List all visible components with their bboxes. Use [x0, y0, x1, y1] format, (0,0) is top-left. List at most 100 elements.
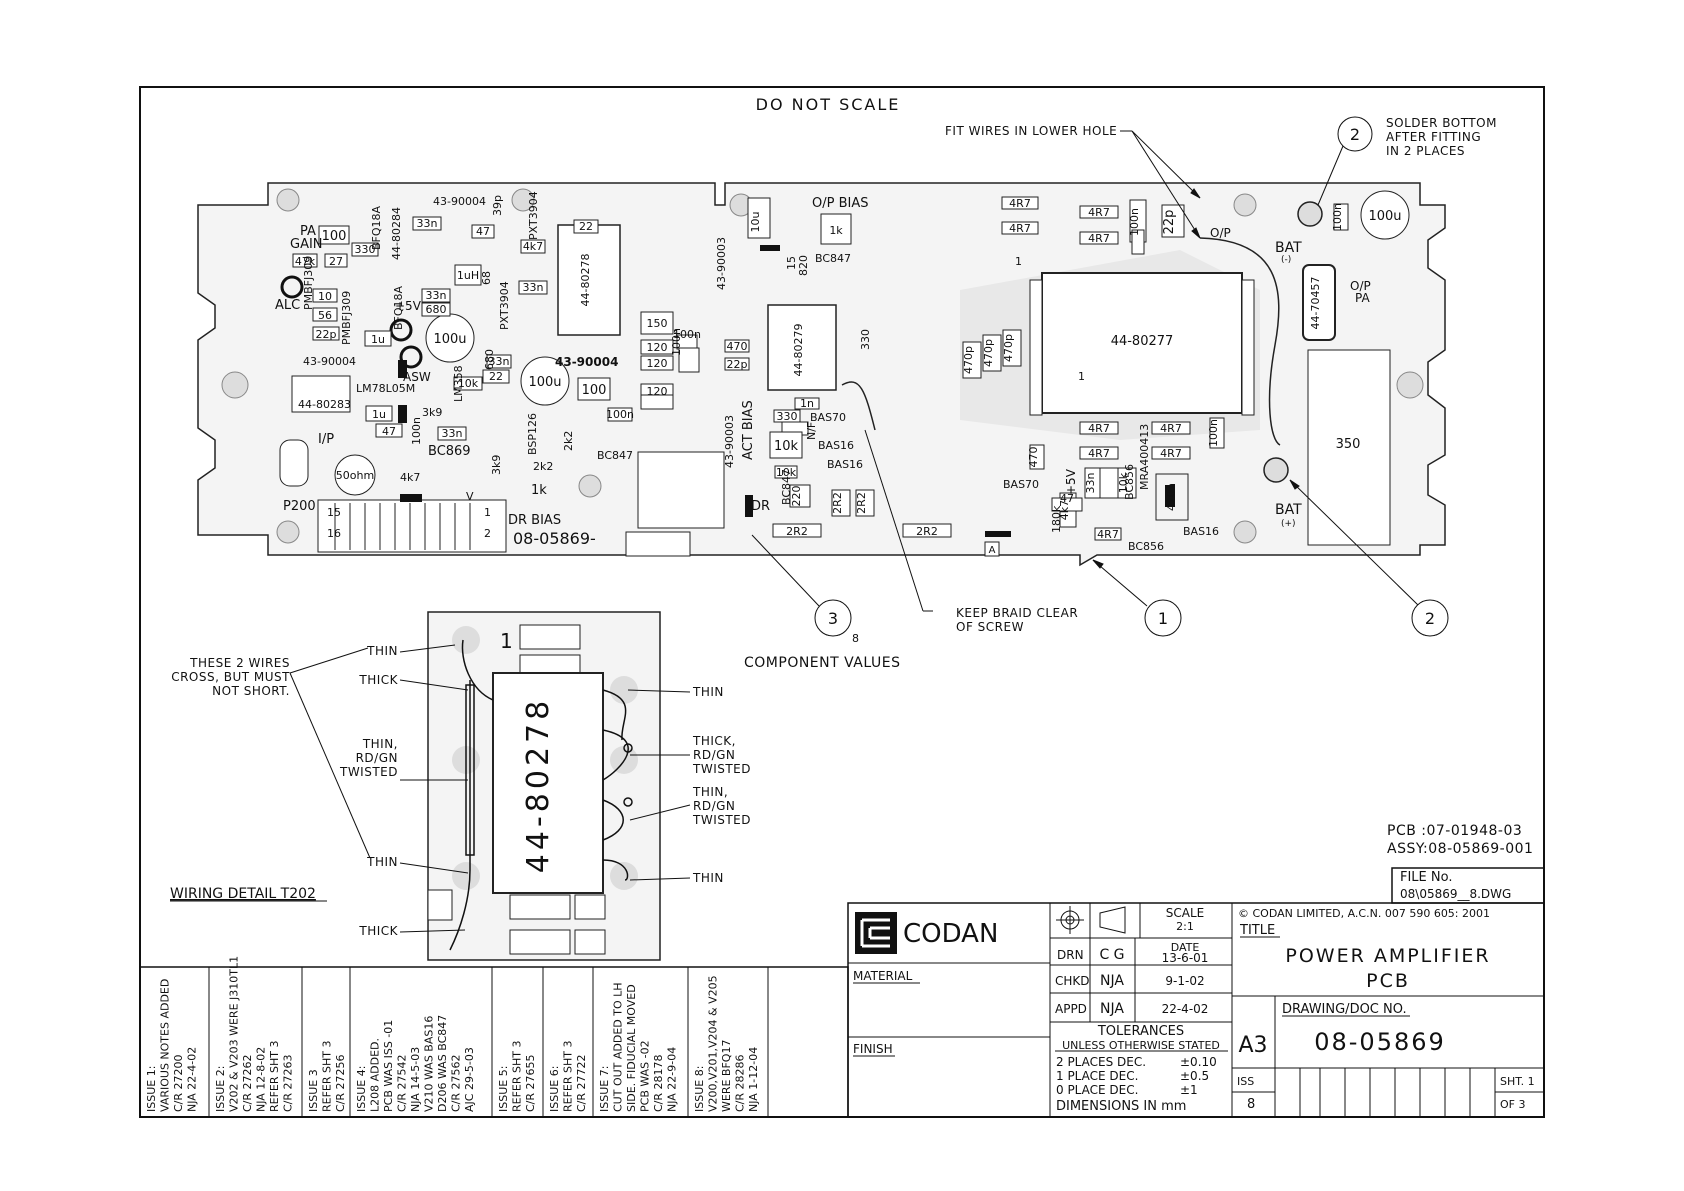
res-22-b: 22: [579, 220, 593, 233]
marker-a: A: [989, 545, 996, 556]
label-act-bias: ACT BIAS: [741, 400, 756, 460]
pin-1-marker-b: 1: [1078, 370, 1085, 383]
wire-label-rdgn-r2: RD/GN: [693, 799, 735, 813]
transistor-bsp126: BSP126: [526, 413, 539, 455]
callout-1: 1: [1158, 609, 1168, 628]
callout-3: 3: [828, 609, 838, 628]
res-120-b: 120: [647, 357, 668, 370]
wire-label-rdgn-1: RD/GN: [356, 751, 398, 765]
label-bat-plus: BAT: [1275, 502, 1302, 518]
drawing-title-line1: POWER AMPLIFIER: [1285, 945, 1490, 967]
do-not-scale-note: DO NOT SCALE: [756, 95, 901, 114]
transistor-pmbfj309-b: PMBFJ309: [340, 291, 353, 345]
wire-label-twisted-r1: TWISTED: [692, 762, 751, 776]
diode-bas16-c: BAS16: [1183, 525, 1219, 538]
revision-4-line-1: ISSUE 4:: [355, 1066, 368, 1112]
tol2-value: ±0.10: [1180, 1055, 1217, 1069]
label-nf: N/F: [805, 422, 818, 440]
revision-4-line-5: NJA 14-5-03: [409, 1047, 422, 1112]
note-keep-braid-2: OF SCREW: [956, 620, 1024, 634]
callout-2-bottom: 2: [1425, 609, 1435, 628]
revision-3-line-3: C/R 27256: [334, 1054, 347, 1112]
cap-100n-d: 100n: [1207, 419, 1220, 447]
tol1-label: 1 PLACE DEC.: [1056, 1069, 1138, 1083]
cap-1u-b: 1u: [372, 408, 386, 421]
label-op-bias: O/P BIAS: [812, 196, 868, 211]
wire-label-thick-r: THICK,: [692, 734, 736, 748]
drn-by: C G: [1099, 947, 1124, 963]
label-bat-minus: BAT: [1275, 240, 1302, 256]
label-gain: GAIN: [290, 237, 323, 252]
cap-100n-b: 100n: [673, 328, 701, 341]
cap-470n: 470n: [1165, 483, 1178, 511]
cap-100n-a: 100n: [606, 408, 634, 421]
label-50ohm: 50ohm: [336, 469, 374, 482]
note-keep-braid-1: KEEP BRAID CLEAR: [956, 606, 1078, 620]
revision-8-line-4: C/R 28286: [734, 1054, 747, 1112]
chkd-by: NJA: [1100, 973, 1124, 989]
revision-3-line-1: ISSUE 3: [307, 1069, 320, 1112]
sheet-of: OF 3: [1500, 1098, 1525, 1111]
callout-3-sub: 8: [852, 632, 859, 645]
cap-100n-c: 100n: [1128, 208, 1141, 236]
part-350: 350: [1336, 437, 1361, 452]
label-p200: P200: [283, 499, 316, 514]
diode-bas16-a: BAS16: [818, 439, 854, 452]
res-1k-b: 1k: [531, 483, 547, 498]
label-op-pa-1: O/P: [1350, 279, 1371, 293]
res-470: 470: [727, 340, 748, 353]
board-number: 08-05869-: [513, 529, 596, 548]
sheet-size: A3: [1238, 1033, 1267, 1058]
projection-cone-icon: [1099, 906, 1126, 934]
drawing-doc-label: DRAWING/DOC NO.: [1282, 1002, 1407, 1017]
cap-100u-b: 100u: [528, 375, 561, 390]
drn-label: DRN: [1057, 948, 1084, 962]
revision-4-line-4: C/R 27542: [396, 1054, 409, 1112]
revision-8-line-3: WERE BFQ17: [720, 1040, 733, 1112]
ic-44-80283: 44-80283: [298, 398, 351, 411]
res-120-c: 120: [647, 385, 668, 398]
label-asw: ASW: [403, 370, 431, 384]
wire-label-thin-r2: THIN,: [692, 785, 728, 799]
revision-4-line-9: AJC 29-5-03: [463, 1047, 476, 1112]
revision-1-line-3: C/R 27200: [172, 1054, 185, 1112]
revision-1-line-1: ISSUE 1:: [145, 1066, 158, 1112]
tol0-label: 0 PLACE DEC.: [1056, 1083, 1138, 1097]
cap-22p-c: 22p: [1162, 210, 1177, 235]
revision-4-line-3: PCB WAS ISS -01: [382, 1020, 395, 1112]
material-label: MATERIAL: [853, 969, 913, 983]
cap-10u: 10u: [749, 212, 762, 233]
res-330-b: 330: [777, 410, 798, 423]
res-2k2-b: 2k2: [562, 431, 575, 451]
conn-pin-2: 2: [484, 527, 491, 540]
res-4r7-c: 4R7: [1088, 206, 1110, 219]
transistor-pxt3904-b: PXT3904: [498, 281, 511, 330]
conn-pin-16: 16: [327, 527, 341, 540]
title-block: FILE No. 08\05869__8.DWG: [847, 867, 1545, 1118]
res-820: 820: [797, 255, 810, 276]
company-name: CODAN: [903, 919, 998, 949]
label-bat-minus-sign: (-): [1281, 255, 1291, 265]
res-150: 150: [647, 317, 668, 330]
revision-5-line-1: ISSUE 5:: [497, 1066, 510, 1112]
part-44-80277: 44-80277: [1111, 334, 1174, 349]
annotations: [751, 116, 1449, 637]
ic-43-90003-a: 43-90003: [715, 237, 728, 290]
res-120-a: 120: [647, 341, 668, 354]
note-solder-2: AFTER FITTING: [1386, 130, 1481, 144]
revision-7-line-5: C/R 28178: [652, 1054, 665, 1112]
wire-label-thin-r1: THIN: [692, 685, 724, 699]
note-wires-cross-2: CROSS, BUT MUST: [171, 670, 290, 684]
diode-bas70-a: BAS70: [810, 411, 846, 424]
mount-hole: [578, 474, 602, 498]
res-4r7-d: 4R7: [1088, 232, 1110, 245]
dims-label: DIMENSIONS IN mm: [1056, 1099, 1186, 1114]
connector-p200: [317, 499, 507, 553]
cap-1n: 1n: [800, 397, 814, 410]
revision-7-line-4: PCB WAS -02: [639, 1040, 652, 1112]
res-10k-a: 10k: [458, 377, 479, 390]
revision-7-line-2: CUT OUT ADDED TO LH: [612, 982, 625, 1112]
iss-label: ISS: [1237, 1075, 1254, 1088]
label-dr-bias: DR BIAS: [508, 513, 561, 528]
